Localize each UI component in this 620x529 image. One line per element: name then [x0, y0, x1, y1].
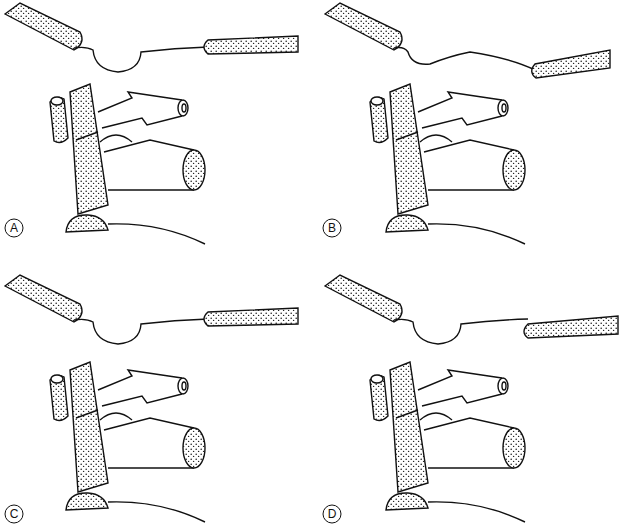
panel-letter: D — [323, 505, 341, 523]
panel-letter: A — [5, 219, 23, 237]
panel-letter: C — [5, 505, 23, 523]
panel-letter: B — [323, 219, 341, 237]
